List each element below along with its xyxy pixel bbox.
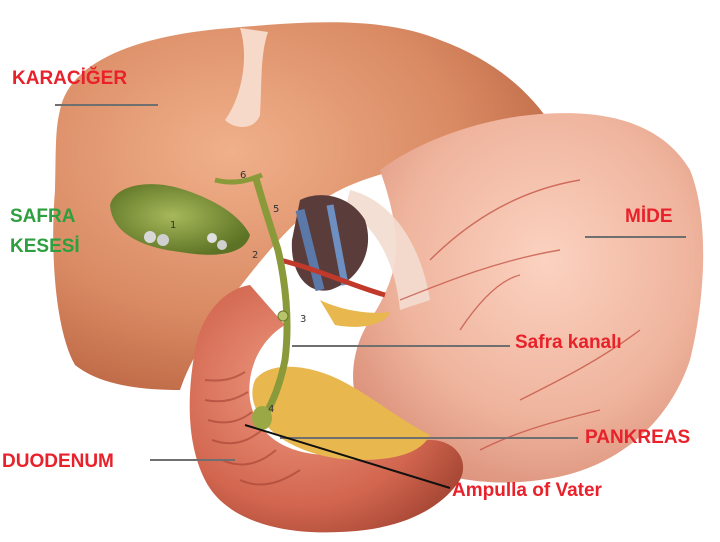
label-gallbladder-line2: KESESİ — [10, 236, 80, 257]
figure-number-3: 3 — [300, 314, 306, 325]
ampulla-leader-line — [244, 424, 451, 489]
figure-number-4: 4 — [268, 404, 274, 415]
label-gallbladder-line1: SAFRA — [10, 206, 76, 227]
label-bile-duct: Safra kanalı — [515, 332, 622, 353]
label-liver: KARACİĞER — [12, 68, 128, 89]
figure-number-5: 5 — [273, 204, 279, 215]
figure-number-6: 6 — [240, 170, 246, 181]
label-pancreas: PANKREAS — [585, 427, 691, 448]
figure-number-1: 1 — [170, 220, 176, 231]
label-duodenum: DUODENUM — [2, 451, 114, 472]
figure-number-2: 2 — [252, 250, 258, 261]
pancreas-shape — [252, 366, 430, 460]
label-ampulla: Ampulla of Vater — [452, 480, 602, 501]
stomach-shape — [353, 113, 704, 483]
label-stomach: MİDE — [625, 206, 673, 227]
